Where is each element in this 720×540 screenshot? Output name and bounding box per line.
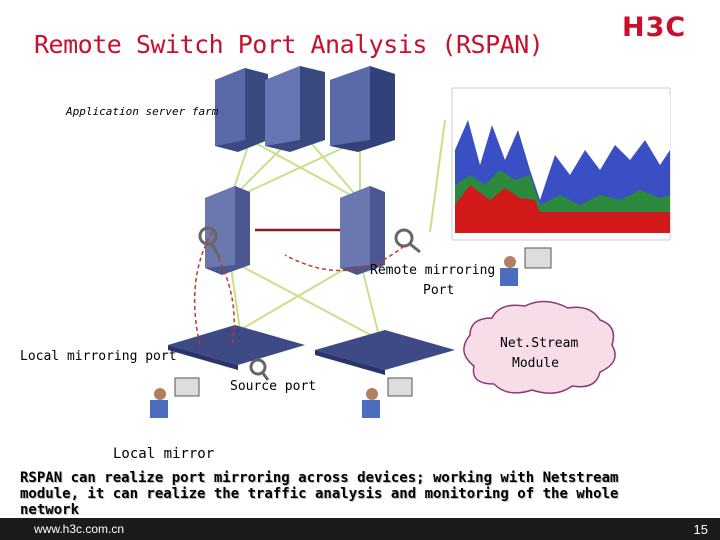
- server-icon: [215, 66, 395, 152]
- source-port-label: Source port: [230, 379, 317, 394]
- footer-url: www.h3c.com.cn: [34, 522, 125, 536]
- netstream-label-1: Net.Stream: [500, 336, 579, 351]
- app-server-farm-label: Application server farm: [66, 105, 219, 118]
- remote-mirroring-port-label-1: Remote mirroring: [370, 263, 496, 278]
- description-text: RSPAN can realize port mirroring across …: [20, 470, 619, 518]
- magnifier-icon: [198, 226, 421, 381]
- access-switch-icon: [168, 325, 455, 375]
- page-number: 15: [693, 522, 708, 537]
- local-mirroring-port-label: Local mirroring port: [20, 349, 177, 364]
- slide-title: Remote Switch Port Analysis (RSPAN): [34, 30, 544, 59]
- operator-icon: [150, 247, 552, 418]
- netstream-label-2: Module: [512, 356, 559, 371]
- footer-bar: www.h3c.com.cn 15: [0, 518, 720, 540]
- traffic-chart-icon: [451, 87, 717, 241]
- local-mirror-label: Local mirror: [113, 446, 215, 462]
- cloud-icon: [463, 300, 616, 394]
- mirror-paths: [193, 231, 405, 346]
- remote-mirroring-port-label-2: Port: [423, 283, 455, 298]
- h3c-logo: H3C: [622, 12, 687, 43]
